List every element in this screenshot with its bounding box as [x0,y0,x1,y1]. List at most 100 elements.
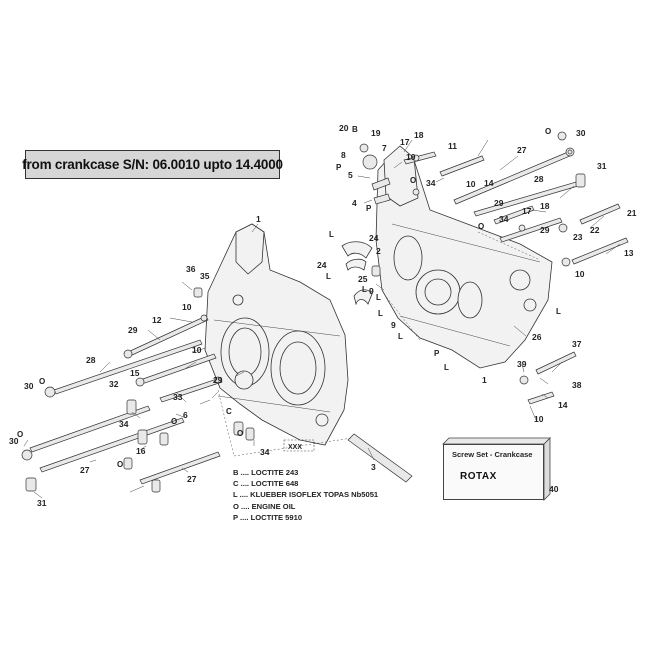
callout-16: 16 [136,446,146,456]
mark-l: L [362,285,367,294]
stamp-text: XXX [288,444,302,451]
callout-18: 18 [540,201,550,211]
mark-o: O [478,222,484,231]
callout-31: 31 [37,498,47,508]
callout-27: 27 [187,474,197,484]
mark-o: O [237,429,243,438]
callout-38: 38 [572,380,582,390]
callout-18: 18 [414,130,424,140]
mark-p: P [366,204,372,213]
mark-l: L [444,363,449,372]
callout-26: 26 [532,332,542,342]
callout-10: 10 [406,152,416,162]
callout-1: 1 [482,375,487,385]
callout-31: 31 [597,161,607,171]
callout-25: 25 [358,274,368,284]
legend-item-b: B .... LOCTITE 243 [233,468,299,477]
mark-o: O [117,460,123,469]
callout-32: 32 [109,379,119,389]
mark-l: L [376,293,381,302]
mark-c: C [226,407,232,416]
callout-27: 27 [517,145,527,155]
mark-l: L [326,272,331,281]
callout-17: 17 [400,137,410,147]
callout-20: 20 [339,123,349,133]
rotax-logo: ROTAX [460,471,497,482]
legend: B .... LOCTITE 243 C .... LOCTITE 648 L … [233,467,378,523]
callout-1: 1 [256,214,261,224]
callout-15: 15 [130,368,140,378]
callout-34: 34 [426,178,436,188]
screw-set-box: Screw Set - Crankcase ROTAX [443,444,544,500]
callout-28: 28 [534,174,544,184]
callout-24: 24 [369,233,379,243]
callout-9: 9 [391,320,396,330]
callout-30: 30 [576,128,586,138]
serial-range-text: from crankcase S/N: 06.0010 upto 14.4000 [22,157,283,172]
callout-33: 33 [173,392,183,402]
callout-27: 27 [80,465,90,475]
callout-29: 29 [128,325,138,335]
legend-item-p: P .... LOCTITE 5910 [233,512,303,522]
callout-8: 8 [341,150,346,160]
mark-o: O [39,377,45,386]
callout-13: 13 [624,248,634,258]
stamp: XXX [283,439,315,452]
callout-23: 23 [573,232,583,242]
legend-item-c: C .... LOCTITE 648 [233,479,299,489]
mark-o: O [171,417,177,426]
callout-39: 39 [517,359,527,369]
mark-b: B [352,125,358,134]
callout-19: 19 [371,128,381,138]
callout-35: 35 [200,271,210,281]
crankcase-half-left [204,223,349,446]
serial-range-banner: from crankcase S/N: 06.0010 upto 14.4000 [22,150,283,179]
leader-lines [23,139,621,499]
callout-22: 22 [590,225,600,235]
callout-10: 10 [192,345,202,355]
mark-l: L [378,309,383,318]
callout-12: 12 [152,315,162,325]
callout-10: 10 [534,414,544,424]
legend-item-l: L .... KLUEBER ISOFLEX TOPAS Nb5051 [233,490,379,500]
callout-17: 17 [522,206,532,216]
callout-14: 14 [558,400,568,410]
callout-10: 10 [466,179,476,189]
callout-21: 21 [627,208,637,218]
callout-29: 29 [540,225,550,235]
legend-item-o: O .... ENGINE OIL [233,501,296,511]
callout-24: 24 [317,260,327,270]
callout-30: 30 [24,381,34,391]
callout-9: 9 [369,286,374,296]
callout-37: 37 [572,339,582,349]
callout-29: 29 [213,375,223,385]
mark-o: O [545,127,551,136]
application-marks: B P P P L L L L L L L L O O O O O O O O … [17,125,561,469]
mark-p: P [434,349,440,358]
callout-30: 30 [9,436,19,446]
callout-10: 10 [182,302,192,312]
callout-29: 29 [494,198,504,208]
callout-34: 34 [260,447,270,457]
mark-l: L [329,230,334,239]
mark-o: O [410,176,416,185]
callout-28: 28 [86,355,96,365]
callout-6: 6 [183,410,188,420]
callout-4: 4 [352,198,357,208]
mark-o: O [17,430,23,439]
callout-34: 34 [119,419,129,429]
callout-7: 7 [382,143,387,153]
mark-l: L [398,332,403,341]
screw-set-number: 40 [549,484,559,494]
callout-5: 5 [348,170,353,180]
callout-34: 34 [499,214,509,224]
callout-11: 11 [448,141,457,151]
callout-2: 2 [376,246,381,256]
callout-14: 14 [484,178,494,188]
callout-3: 3 [371,462,376,472]
callout-10: 10 [575,269,585,279]
through-bolts-right [341,131,629,405]
callout-36: 36 [186,264,196,274]
